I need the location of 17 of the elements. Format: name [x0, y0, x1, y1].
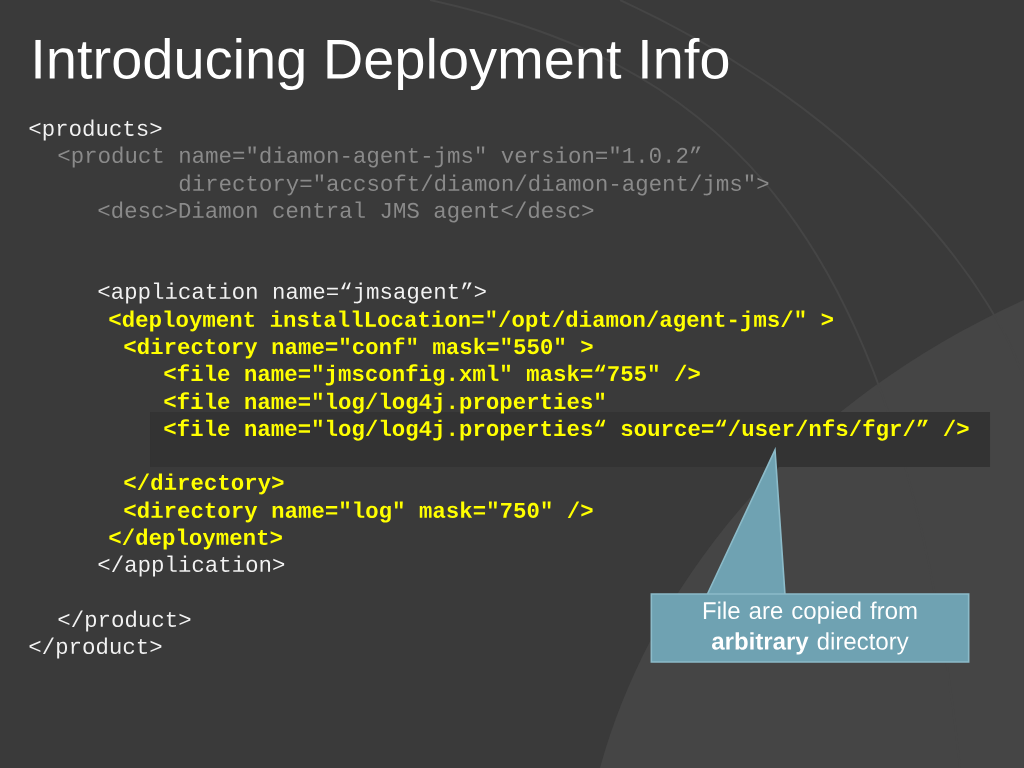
code-line: <products>: [29, 119, 162, 141]
slide-title: Introducing Deployment Info: [35, 37, 729, 91]
code-line: <file name="jmsconfig.xml" mask=“755" />: [164, 364, 700, 386]
code-line: <directory name="log" mask="750" />: [124, 501, 593, 523]
code-line: </deployment>: [109, 528, 282, 550]
code-line: <application name=“jmsagent”>: [98, 282, 486, 304]
code-line: <file name="log/log4j.properties": [164, 392, 605, 414]
code-line: </directory>: [124, 473, 284, 495]
code-line: directory="accsoft/diamon/diamon-agent/jms">: [179, 174, 769, 196]
code-line: <directory name="conf" mask="550" >: [124, 337, 593, 359]
code-line: </product>: [29, 637, 162, 659]
code-line: <product name="diamon-agent-jms" version="1.0.2”: [58, 146, 701, 168]
code-line: </application>: [98, 555, 285, 577]
code-line: </product>: [58, 610, 191, 632]
code-line: <desc>Diamon central JMS agent</desc>: [98, 201, 594, 223]
callout-box: File are copied from arbitrary directory: [650, 446, 970, 663]
code-line: <deployment installLocation="/opt/diamon/agent-jms/" >: [109, 310, 833, 332]
